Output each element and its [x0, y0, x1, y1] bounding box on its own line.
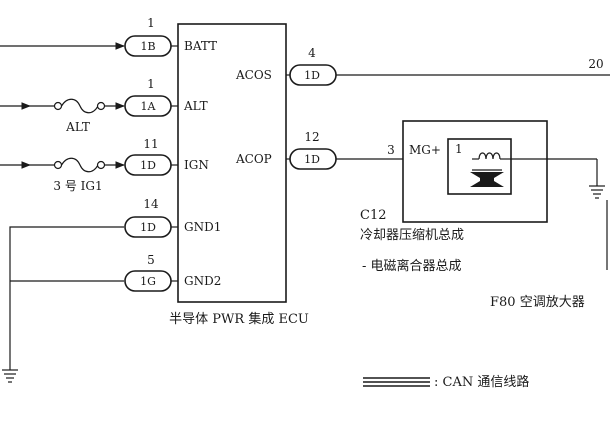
fuse-icon	[30, 98, 106, 114]
output-row-acop: ACOP 12 1D	[235, 130, 448, 170]
ground-symbol-icon	[589, 185, 605, 199]
wire-end-label: 20	[588, 57, 603, 71]
input-row-alt: 1 1A ALT ALT	[0, 77, 208, 134]
connector-label: 1B	[140, 40, 155, 53]
signal-label-ign: IGN	[184, 158, 209, 172]
pin-number: 1	[147, 16, 155, 30]
signal-label-acop: ACOP	[235, 152, 272, 166]
fuse-icon	[30, 157, 106, 173]
signal-label-gnd1: GND1	[184, 220, 221, 234]
can-legend-label: : CAN 通信线路	[434, 374, 529, 390]
connector-label: 1D	[304, 69, 320, 82]
signal-label-acos: ACOS	[235, 68, 272, 82]
ecu-box	[177, 23, 287, 303]
connector-label: 1D	[140, 159, 156, 172]
fuse-label-ig1: 3 号 IG1	[53, 179, 102, 193]
input-row-ign: 11 1D IGN 3 号 IG1	[0, 137, 209, 193]
input-row-gnd2: 5 1G GND2	[10, 253, 221, 292]
signal-label-batt: BATT	[184, 39, 217, 53]
magnetic-clutch-icon	[470, 152, 511, 187]
pin-number: 5	[147, 253, 155, 267]
ecu-label: 半导体 PWR 集成 ECU	[169, 311, 309, 327]
signal-label-gnd2: GND2	[184, 274, 221, 288]
fuse-label-alt: ALT	[65, 120, 90, 134]
connector-label: 1D	[304, 153, 320, 166]
input-row-batt: 1 1B BATT	[0, 16, 217, 57]
compressor-code: C12	[360, 208, 387, 223]
output-row-acos: ACOS 4 1D 20	[235, 46, 610, 86]
connector-label: 1D	[140, 221, 156, 234]
compressor-pin-signal: MG+	[409, 143, 441, 157]
compressor-name: 冷却器压缩机总成	[360, 227, 464, 243]
pin-number: 11	[143, 137, 158, 151]
pin-number: 4	[308, 46, 316, 60]
pin-number: 1	[147, 77, 155, 91]
connector-label: 1A	[141, 100, 157, 113]
clutch-pin-number: 1	[455, 142, 463, 156]
compressor-pin-number: 3	[387, 143, 395, 157]
signal-label-alt: ALT	[183, 99, 208, 113]
compressor-sub-name: - 电磁离合器总成	[362, 258, 462, 274]
amplifier-label: F80 空调放大器	[490, 295, 585, 310]
ground-symbol-icon	[2, 369, 18, 383]
pin-number: 14	[143, 197, 159, 211]
input-row-gnd1: 14 1D GND1	[9, 197, 221, 370]
connector-label: 1G	[140, 275, 156, 288]
pin-number: 12	[304, 130, 319, 144]
can-legend: : CAN 通信线路	[363, 374, 529, 390]
